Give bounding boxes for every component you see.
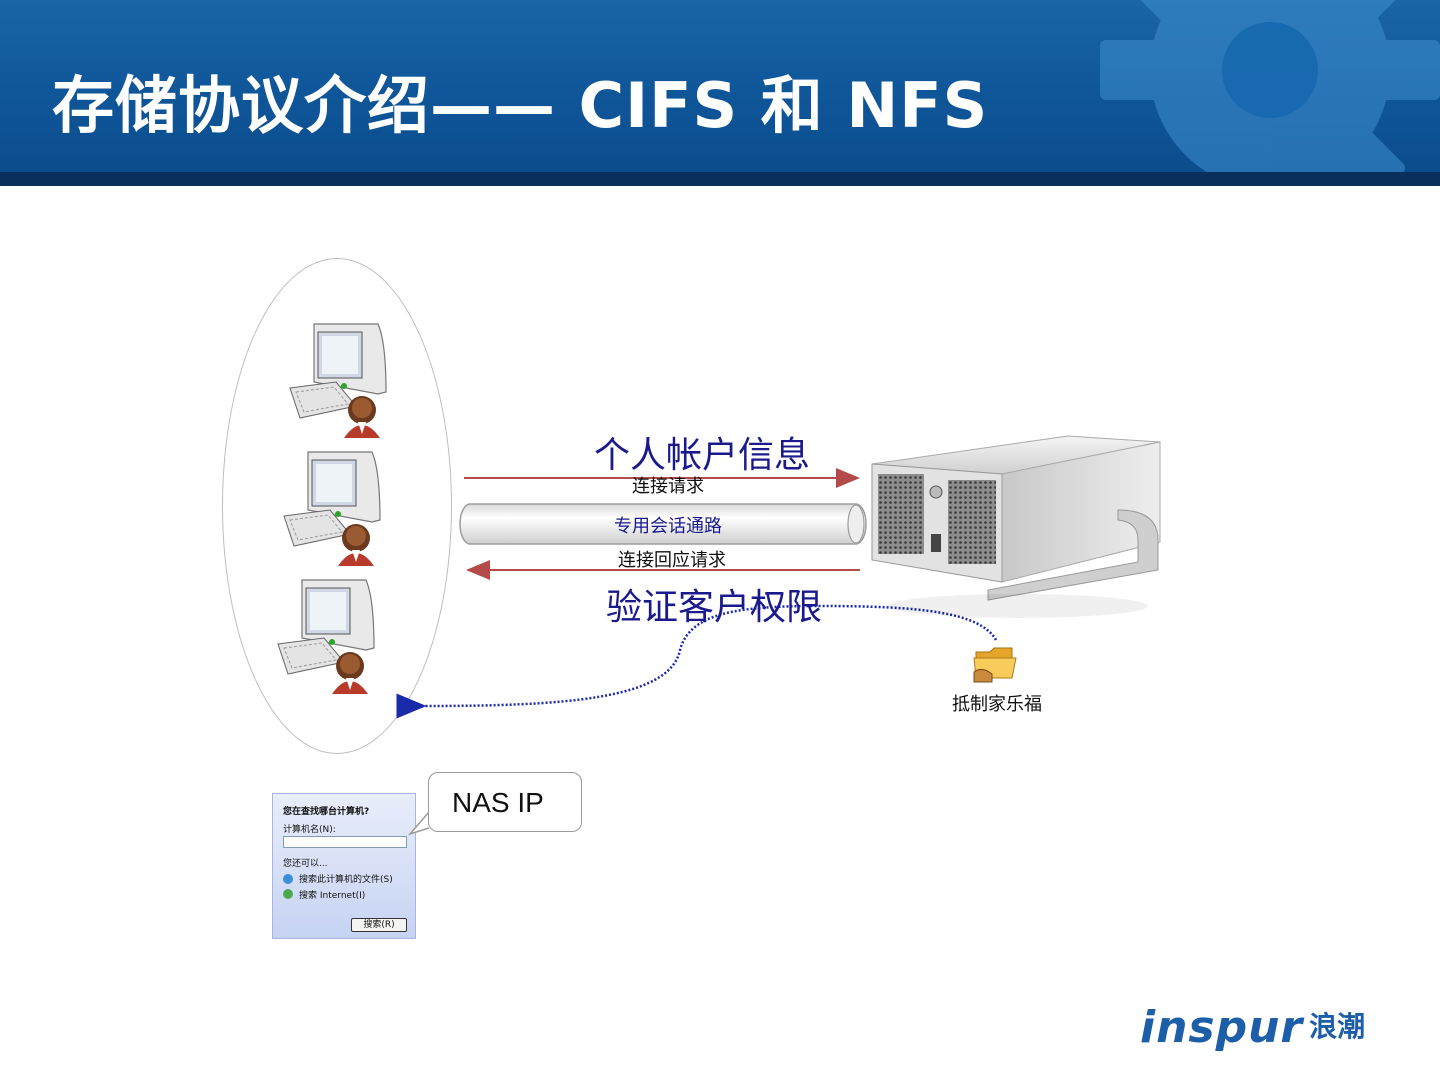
dialog-question: 您在查找哪台计算机?	[283, 807, 370, 817]
search-internet-link[interactable]: 搜索 Internet(I)	[299, 891, 366, 901]
computer-name-input[interactable]	[283, 836, 407, 848]
shared-folder-icon	[973, 647, 1017, 683]
client-group-ellipse	[222, 258, 452, 754]
shared-folder-label: 抵制家乐福	[952, 694, 1042, 715]
client-computer-icon	[283, 451, 381, 566]
callout-pointer	[408, 811, 430, 836]
session-channel-label: 专用会话通路	[614, 516, 722, 537]
nas-device-icon	[871, 435, 1161, 618]
nas-ip-callout	[428, 772, 582, 832]
logo-brand-en: inspur	[1140, 1002, 1304, 1053]
connect-request-label: 连接请求	[632, 476, 704, 497]
account-info-label: 个人帐户信息	[594, 435, 811, 476]
client-computer-icon	[277, 579, 375, 694]
search-computer-link[interactable]: 搜索此计算机的文件(S)	[299, 875, 393, 885]
nas-ip-callout-text: NAS IP	[452, 787, 544, 818]
search-computer-icon	[283, 874, 293, 884]
find-computer-dialog: 您在查找哪台计算机? 计算机名(N): 您还可以... 搜索此计算机的文件(S)…	[272, 793, 416, 939]
verify-permission-dotted-arrow	[396, 604, 998, 719]
dialog-more-label: 您还可以...	[283, 859, 328, 869]
header-divider	[0, 172, 1440, 186]
slide-header: 存储协议介绍—— CIFS 和 NFS	[0, 0, 1440, 172]
logo-brand-cn: 浪潮	[1309, 1010, 1366, 1043]
gear-icon	[1100, 0, 1440, 172]
verify-permission-label: 验证客户权限	[606, 587, 823, 628]
dialog-computer-name-label: 计算机名(N):	[283, 825, 336, 835]
search-button[interactable]: 搜索(R)	[351, 918, 407, 932]
connect-response-label: 连接回应请求	[618, 550, 726, 571]
session-channel-tube	[459, 503, 867, 545]
slide-title: 存储协议介绍—— CIFS 和 NFS	[52, 69, 989, 142]
client-computer-icon	[289, 323, 387, 438]
search-internet-icon	[283, 889, 293, 899]
